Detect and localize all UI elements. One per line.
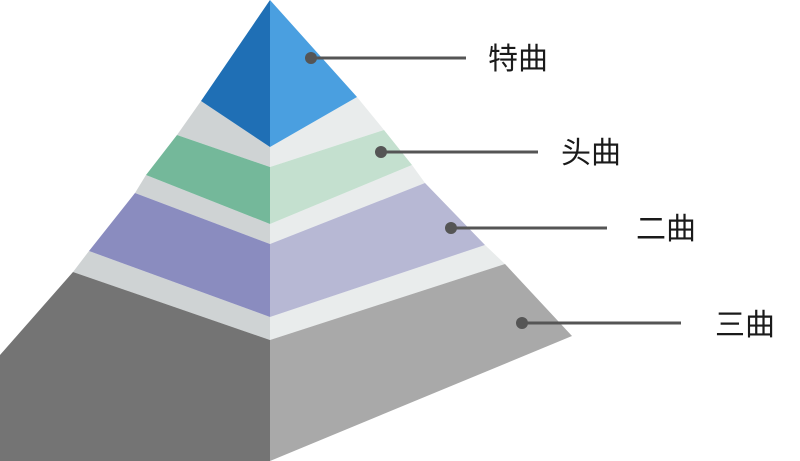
tier-3-right-face	[270, 183, 485, 317]
tier-3-left-face	[89, 193, 270, 317]
callout-tier-4: 三曲	[516, 308, 775, 343]
tier-3	[89, 183, 485, 317]
callout-tier-1: 特曲	[305, 42, 548, 77]
tier-1	[201, 0, 357, 147]
tier-2-left-face	[146, 135, 270, 224]
separator-left-3	[73, 251, 270, 340]
separator-right-1	[270, 97, 384, 167]
separator-left-1	[177, 101, 270, 167]
separator-left-2	[135, 175, 270, 244]
callout-tier-2: 头曲	[375, 136, 621, 171]
separator-right-3	[270, 245, 505, 340]
tier-4-left-face	[0, 272, 270, 461]
leader-dot	[375, 146, 387, 158]
tier-1-left-face	[201, 0, 270, 147]
leader-dot	[516, 317, 528, 329]
tier-4	[0, 264, 572, 461]
leader-dot	[305, 52, 317, 64]
callout-tier-3: 二曲	[445, 212, 696, 247]
separator-right-2	[270, 165, 425, 244]
tier-1-right-face	[270, 0, 357, 147]
tier-4-right-face	[270, 264, 572, 461]
tier-label-3: 二曲	[636, 212, 696, 247]
tier-label-1: 特曲	[488, 42, 548, 77]
tier-label-2: 头曲	[561, 136, 621, 171]
leader-dot	[445, 222, 457, 234]
tier-label-4: 三曲	[715, 308, 775, 343]
